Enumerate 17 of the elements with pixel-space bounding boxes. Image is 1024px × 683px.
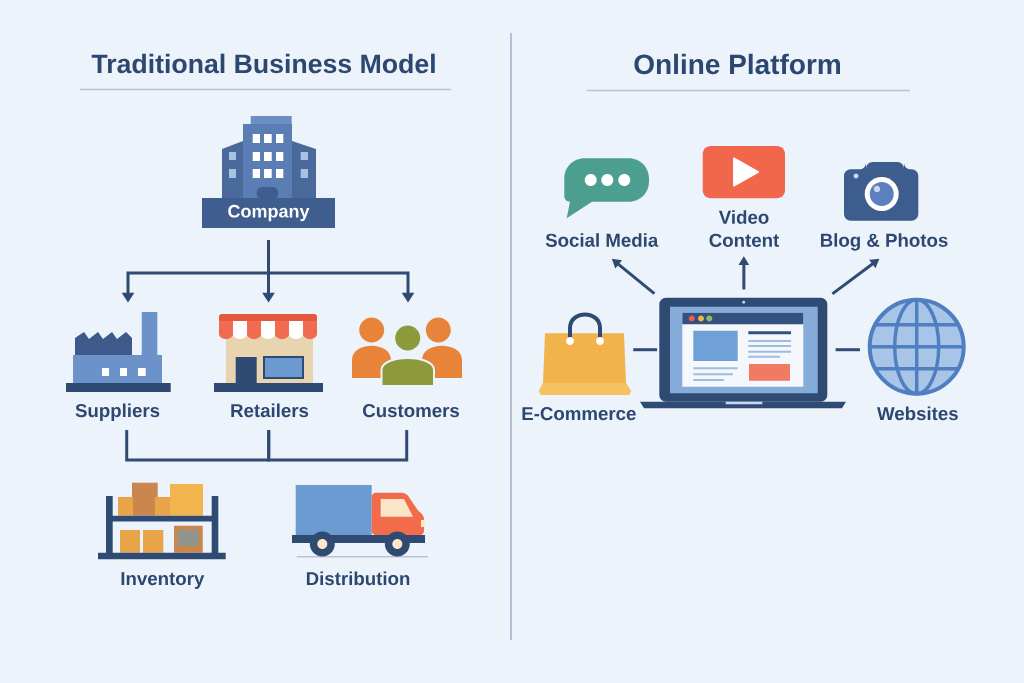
connector-line: [835, 348, 860, 352]
node-label: Customers: [363, 403, 459, 418]
node-label: Retailers: [231, 403, 309, 418]
node-label: Social Media: [545, 233, 659, 247]
node-label: Distribution: [306, 571, 410, 586]
section-heading: Traditional Business Model: [91, 53, 435, 74]
node-label: Websites: [877, 406, 958, 421]
node-label: Inventory: [121, 572, 205, 589]
laptop-icon: [640, 297, 846, 409]
node-label: Suppliers: [75, 403, 160, 421]
section-heading: Online Platform: [634, 53, 840, 75]
node-label: Video Content: [709, 210, 780, 247]
connector-line: [267, 430, 409, 462]
node-label: Blog & Photos: [820, 233, 948, 251]
node-label: E-Commerce: [522, 406, 636, 421]
label-band: Company: [202, 198, 335, 228]
connector-line: [633, 348, 658, 352]
